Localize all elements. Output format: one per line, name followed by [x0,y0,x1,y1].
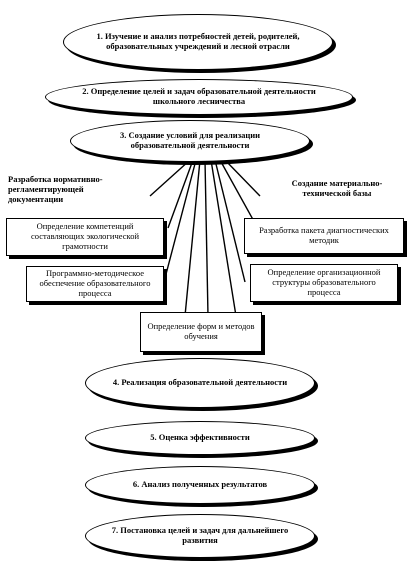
node-3-conditions: 3. Создание условий для реализации образ… [70,120,310,162]
connector-to-center-b [204,159,209,317]
connector-to-right3 [214,159,246,283]
node-left-competencies: Определение компетенций составляющих эко… [6,218,164,256]
node-right-diagnostics: Разработка пакета диагностических методи… [244,218,404,254]
connector-to-left2 [167,159,194,229]
node-left-program-support: Программно-методическое обеспечение обра… [26,266,164,302]
node-2-goals: 2. Определение целей и задач образовател… [45,79,353,115]
connector-to-left3 [164,159,197,279]
node-7-next-goals: 7. Постановка целей и задач для дальнейш… [85,514,315,558]
node-right-material-base: Создание материально-технической базы [291,178,383,198]
connector-to-left1 [149,159,191,197]
node-center-forms-methods: Определение форм и методов обучения [140,312,262,352]
node-5-evaluation: 5. Оценка эффективности [85,421,315,455]
connector-to-right2 [219,159,257,226]
node-4-implementation: 4. Реализация образовательной деятельнос… [85,358,315,408]
connector-to-right1 [224,159,261,197]
node-1-analysis: 1. Изучение и анализ потребностей детей,… [63,14,333,70]
node-right-org-structure: Определение организационной структуры об… [250,264,398,302]
connector-to-center-c [210,159,237,317]
connector-to-center-a [184,159,201,317]
node-left-regulatory-docs: Разработка нормативно-регламентирующей д… [8,174,103,204]
node-6-results-analysis: 6. Анализ полученных результатов [85,466,315,504]
